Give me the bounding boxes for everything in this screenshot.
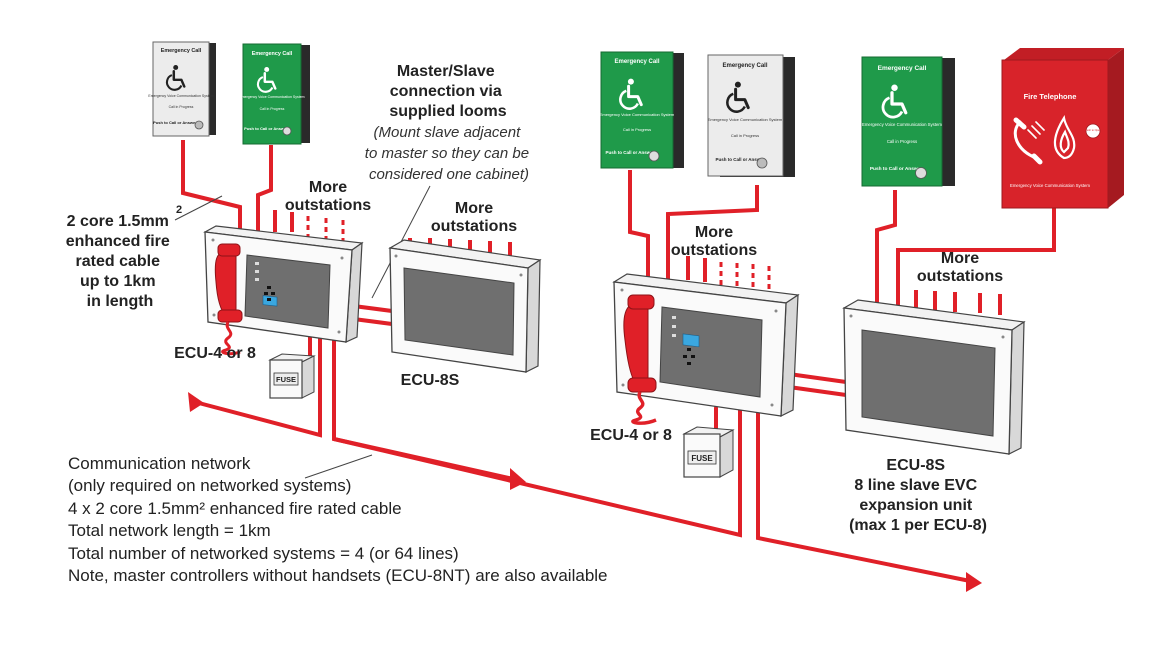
- outstation-status: Call in Progress: [887, 139, 917, 144]
- handset-icon: [214, 243, 243, 356]
- network-note-line: Total network length = 1km: [68, 521, 271, 541]
- fuse-label: FUSE: [276, 375, 296, 384]
- arrow-head: [188, 392, 204, 412]
- network-cable: [332, 406, 742, 538]
- call-button-icon: [648, 150, 660, 162]
- outstation-button-label: Push to Call or Answer: [715, 157, 764, 162]
- outstation-stubs-left: [306, 216, 345, 242]
- ecu-slave-left: [388, 239, 542, 373]
- cable-spec-label: 2 core 1.5mm enhanced fire rated cable u…: [66, 213, 174, 310]
- fuse-label: FUSE: [691, 454, 713, 463]
- ecu-master-left: [203, 225, 364, 356]
- network-cable-group: [193, 298, 977, 584]
- outstation-green-right-1: Emergency Call Emergency Voice Communica…: [600, 51, 684, 169]
- fire-telephone-sub: Emergency Voice Communication System: [1010, 183, 1090, 188]
- push-to-open-badge: [1085, 123, 1101, 139]
- outstation-green-right-2: Emergency Call Emergency Voice Communica…: [861, 56, 955, 187]
- telephone-icon: [1013, 117, 1045, 165]
- flame-icon: [1053, 114, 1076, 160]
- outstation-status: Call in Progress: [169, 105, 194, 109]
- ecu-master-label-right: ECU-4 or 8: [590, 427, 672, 444]
- outstation-button-label: Push to Call or Answer: [153, 120, 197, 125]
- fuse-spur-right: FUSE: [682, 426, 735, 478]
- push-to-open-text: Push to Open: [1085, 128, 1101, 132]
- outstation-green-left: Emergency Call Emergency Voice Communica…: [239, 43, 310, 145]
- outstation-status: Call in Progress: [731, 133, 759, 138]
- controller-leds: [672, 316, 676, 337]
- outstation-sub: Emergency Voice Communication System: [862, 122, 942, 127]
- network-note: Communication network (only required on …: [68, 453, 608, 587]
- call-button-icon: [756, 157, 768, 169]
- outstation-title: Emergency Call: [614, 59, 659, 65]
- outstation-sub: Emergency Voice Communication System: [708, 117, 783, 122]
- slave-stubs-right: [914, 290, 1002, 315]
- ecu-slave-label-left: ECU-8S: [401, 372, 460, 389]
- fire-telephone-unit: Fire Telephone Push to Open Emergency Vo…: [1001, 48, 1124, 209]
- fire-telephone-title: Fire Telephone: [1024, 92, 1077, 101]
- controller-keys: [683, 348, 695, 365]
- fuse-spur-left: FUSE: [268, 353, 316, 399]
- ecu-master-right: [612, 273, 800, 425]
- loom-right: [788, 372, 847, 397]
- more-outstations-line: outstations: [285, 197, 371, 214]
- outstation-status: Call in Progress: [260, 107, 285, 111]
- outstation-grey-right: Emergency Call Emergency Voice Communica…: [707, 54, 795, 177]
- svg-text:(Mount slave adjacent to: (Mount slave adjacent to master so they …: [365, 124, 533, 183]
- master-slave-label: Master/Slave connection via supplied loo…: [389, 63, 506, 120]
- arrow-head: [966, 572, 982, 592]
- outstation-button-label: Push to Call or Answer: [605, 150, 654, 155]
- call-button-icon: [282, 126, 292, 136]
- network-note-line: Communication network: [68, 454, 251, 473]
- ecu-master-label-left: ECU-4 or 8: [174, 345, 256, 362]
- network-cable: [193, 298, 322, 438]
- outstation-grey-left: Emergency Call Emergency Voice Communica…: [148, 41, 216, 137]
- more-outstations-line: More: [309, 179, 347, 196]
- ecu-slave-right: [842, 299, 1026, 455]
- outstation-cables-left: [181, 140, 294, 232]
- network-cable: [756, 406, 977, 584]
- controller-keys: [264, 286, 275, 301]
- network-note-line: Note, master controllers without handset…: [68, 566, 608, 586]
- outstation-sub: Emergency Voice Communication System: [600, 112, 675, 117]
- outstation-sub: Emergency Voice Communication System: [239, 95, 304, 99]
- mount-note: (Mount slave adjacent to master so they …: [365, 124, 533, 183]
- cable-spec-superscript: 2: [176, 204, 182, 216]
- outstation-title: Emergency Call: [722, 63, 767, 69]
- outstation-button-label: Push to Call or Answer: [244, 126, 288, 131]
- outstation-cables-right: [628, 170, 1056, 305]
- arrow-head: [510, 468, 526, 490]
- outstation-status: Call in Progress: [623, 127, 651, 132]
- network-note-line: 4 x 2 core 1.5mm² enhanced fire rated ca…: [68, 498, 402, 518]
- call-button-icon: [915, 167, 927, 179]
- ecu-slave-desc-right: ECU-8S 8 line slave EVC expansion unit (…: [849, 457, 987, 534]
- call-button-icon: [194, 120, 204, 130]
- outstation-button-label: Push to Call or Answer: [870, 166, 922, 172]
- controller-leds: [255, 262, 259, 281]
- outstation-title: Emergency Call: [252, 51, 293, 57]
- network-arrows: [188, 392, 982, 592]
- outstation-title: Emergency Call: [161, 48, 202, 54]
- network-note-line: (only required on networked systems): [68, 476, 352, 496]
- outstation-title: Emergency Call: [878, 65, 927, 72]
- handset-icon: [623, 294, 657, 425]
- outstation-sub: Emergency Voice Communication System: [148, 94, 213, 98]
- network-note-line: Total number of networked systems = 4 (o…: [68, 543, 459, 563]
- outstation-stubs-right: [719, 262, 771, 292]
